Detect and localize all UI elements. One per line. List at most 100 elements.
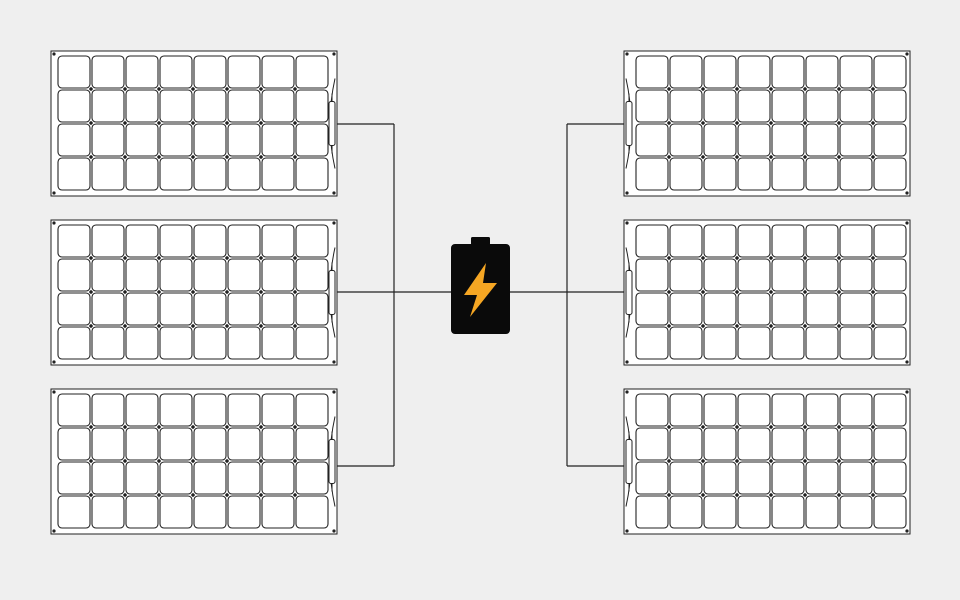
cell-junction: [734, 86, 740, 92]
cell-junction: [122, 424, 128, 430]
cell-junction: [666, 86, 672, 92]
cell-junction: [700, 424, 706, 430]
cell-junction: [734, 255, 740, 261]
cell-junction: [224, 424, 230, 430]
panel-corner-mount: [625, 360, 629, 364]
cell-junction: [156, 154, 162, 160]
solar-cell: [669, 292, 703, 326]
cell-junction: [292, 255, 298, 261]
cell-junction: [122, 458, 128, 464]
panel-corner-mount: [52, 529, 56, 533]
solar-cell: [873, 326, 907, 360]
solar-cell: [737, 157, 771, 191]
solar-cell: [159, 224, 193, 258]
solar-cell: [635, 393, 669, 427]
solar-cell: [771, 495, 805, 529]
cell-junction: [802, 492, 808, 498]
cell-junction: [190, 458, 196, 464]
solar-cell: [125, 123, 159, 157]
solar-cell: [295, 461, 329, 495]
solar-cell: [227, 258, 261, 292]
panel-corner-mount: [52, 360, 56, 364]
lightning-bolt-icon: [464, 263, 497, 317]
cell-junction: [802, 458, 808, 464]
solar-cell: [193, 224, 227, 258]
solar-cell: [57, 157, 91, 191]
solar-cell: [261, 55, 295, 89]
cell-junction: [734, 154, 740, 160]
solar-cell: [125, 55, 159, 89]
junction-box: [328, 101, 336, 146]
cell-junction: [156, 289, 162, 295]
solar-cell: [159, 461, 193, 495]
solar-cell: [295, 258, 329, 292]
solar-panel-left-1: [50, 50, 338, 197]
cell-junction: [666, 492, 672, 498]
solar-cell: [669, 89, 703, 123]
panel-corner-mount: [625, 52, 629, 56]
solar-cell: [805, 495, 839, 529]
solar-cell: [771, 292, 805, 326]
solar-cell: [839, 461, 873, 495]
cell-junction: [836, 424, 842, 430]
solar-cell: [805, 123, 839, 157]
solar-cell: [261, 393, 295, 427]
cell-junction: [88, 458, 94, 464]
cell-junction: [292, 289, 298, 295]
cell-junction: [870, 492, 876, 498]
solar-cell: [703, 89, 737, 123]
solar-cell: [669, 224, 703, 258]
cell-junction: [292, 458, 298, 464]
solar-cell: [805, 326, 839, 360]
panel-corner-mount: [52, 221, 56, 225]
panel-corner-mount: [905, 390, 909, 394]
cell-junction: [700, 323, 706, 329]
solar-cell: [57, 495, 91, 529]
cell-junction: [802, 424, 808, 430]
cell-junction: [870, 424, 876, 430]
solar-cell: [193, 495, 227, 529]
solar-cell: [125, 393, 159, 427]
solar-cell: [91, 292, 125, 326]
solar-cell: [57, 427, 91, 461]
solar-cell: [261, 427, 295, 461]
solar-cell: [805, 89, 839, 123]
cell-junction: [768, 492, 774, 498]
solar-cell: [839, 123, 873, 157]
junction-box: [625, 101, 633, 146]
solar-cell: [57, 326, 91, 360]
cell-junction: [224, 86, 230, 92]
solar-cell: [839, 157, 873, 191]
panel-corner-mount: [905, 52, 909, 56]
cell-junction: [224, 289, 230, 295]
solar-cell: [261, 224, 295, 258]
solar-cell: [227, 495, 261, 529]
solar-cell: [227, 393, 261, 427]
cell-junction: [700, 255, 706, 261]
cell-junction: [870, 458, 876, 464]
solar-cell: [703, 292, 737, 326]
solar-cell: [635, 495, 669, 529]
panel-corner-mount: [332, 52, 336, 56]
solar-panel-left-3: [50, 388, 338, 535]
solar-cell: [771, 224, 805, 258]
cell-junction: [836, 86, 842, 92]
solar-cell: [91, 427, 125, 461]
solar-cell: [91, 495, 125, 529]
solar-cell: [873, 224, 907, 258]
cell-junction: [156, 120, 162, 126]
cell-junction: [122, 86, 128, 92]
solar-cell: [295, 427, 329, 461]
cell-junction: [700, 86, 706, 92]
solar-cell: [873, 258, 907, 292]
solar-cell: [125, 292, 159, 326]
solar-cell: [295, 224, 329, 258]
cell-junction: [870, 323, 876, 329]
cell-junction: [700, 492, 706, 498]
solar-cell: [737, 55, 771, 89]
solar-cell: [771, 123, 805, 157]
cell-junction: [870, 289, 876, 295]
solar-cell: [295, 495, 329, 529]
solar-cell: [873, 393, 907, 427]
